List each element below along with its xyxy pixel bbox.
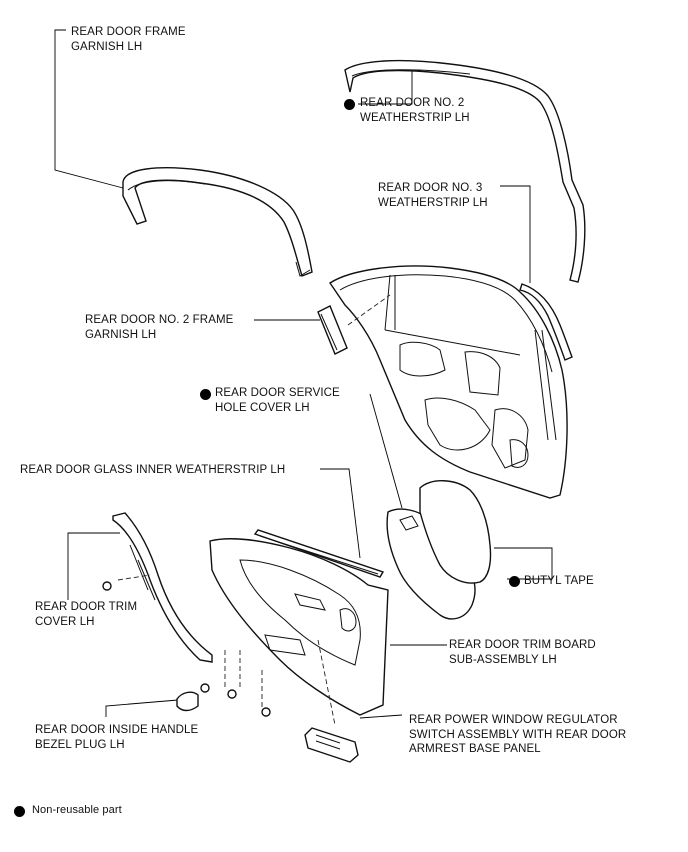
butyl-tape-part bbox=[419, 480, 492, 584]
label-frame-garnish: REAR DOOR FRAME GARNISH LH bbox=[71, 26, 186, 53]
label-service-hole-cover: REAR DOOR SERVICE HOLE COVER LH bbox=[215, 387, 340, 414]
label-no3-weatherstrip: REAR DOOR NO. 3 WEATHERSTRIP LH bbox=[378, 182, 488, 209]
door-panel-part bbox=[329, 265, 568, 499]
no2-weatherstrip-part bbox=[344, 59, 586, 283]
legend-non-reusable: Non-reusable part bbox=[32, 804, 122, 816]
label-butyl-tape: BUTYL TAPE bbox=[524, 575, 594, 587]
frame-garnish-part bbox=[122, 167, 313, 277]
no2-frame-garnish-part bbox=[317, 305, 348, 355]
window-switch-part bbox=[304, 727, 359, 763]
no3-weatherstrip-part bbox=[519, 283, 573, 361]
non-reusable-marker-no2-weatherstrip bbox=[344, 99, 355, 110]
label-glass-inner-weatherstrip: REAR DOOR GLASS INNER WEATHERSTRIP LH bbox=[20, 464, 286, 476]
non-reusable-marker-service-hole-cover bbox=[200, 389, 211, 400]
label-handle-bezel-plug: REAR DOOR INSIDE HANDLE BEZEL PLUG LH bbox=[35, 724, 199, 751]
screws bbox=[102, 581, 271, 717]
leader-lines bbox=[54, 29, 553, 719]
trim-cover-part bbox=[112, 512, 213, 663]
label-trim-board: REAR DOOR TRIM BOARD SUB-ASSEMBLY LH bbox=[449, 639, 596, 666]
label-window-switch: REAR POWER WINDOW REGULATOR SWITCH ASSEM… bbox=[409, 714, 627, 755]
glass-inner-weatherstrip-part bbox=[253, 529, 385, 578]
label-trim-cover: REAR DOOR TRIM COVER LH bbox=[35, 601, 138, 628]
non-reusable-marker-butyl-tape bbox=[509, 576, 520, 587]
trim-board-part bbox=[117, 538, 389, 726]
label-no2-weatherstrip: REAR DOOR NO. 2 WEATHERSTRIP LH bbox=[360, 97, 470, 124]
label-no2-frame-garnish: REAR DOOR NO. 2 FRAME GARNISH LH bbox=[85, 314, 234, 341]
legend-marker bbox=[14, 806, 25, 817]
bezel-plug-part bbox=[176, 691, 199, 712]
